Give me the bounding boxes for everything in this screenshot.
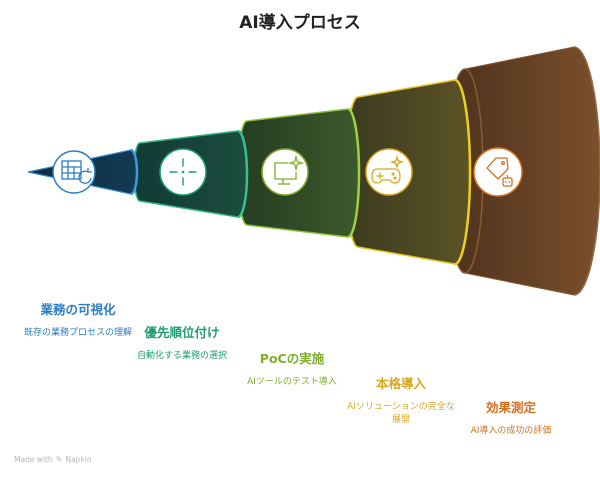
made-with-footer: Made with ✎ Napkin xyxy=(14,455,92,464)
stage-heading: 本格導入 xyxy=(375,376,426,391)
stage-description: AI導入の成功の評価 xyxy=(470,426,552,436)
napkin-logo-icon: ✎ xyxy=(55,455,63,464)
stage-description: 自動化する業務の選択 xyxy=(136,351,227,361)
stage-label-deploy: 本格導入 AIソリューションの完全な展開 xyxy=(346,376,456,427)
stage-label-poc: PoCの実施 AIツールのテスト導入 xyxy=(238,351,346,389)
footer-text: Made with xyxy=(14,455,53,464)
stage-description: AIソリューションの完全な展開 xyxy=(347,402,455,425)
diagram-title: AI導入プロセス xyxy=(239,13,361,33)
stage-heading: 優先順位付け xyxy=(144,325,220,340)
stage-heading: 業務の可視化 xyxy=(40,302,116,317)
monitor-sparkle-icon xyxy=(261,148,309,196)
stage-heading: 効果測定 xyxy=(485,400,536,415)
stage-description: AIツールのテスト導入 xyxy=(247,377,337,387)
stage-label-priority: 優先順位付け 自動化する業務の選択 xyxy=(126,325,238,363)
footer-brand: Napkin xyxy=(65,455,92,464)
process-flow-icon xyxy=(52,150,96,194)
stage-heading: PoCの実施 xyxy=(259,351,325,366)
gamepad-sparkle-icon xyxy=(365,148,413,196)
stage-label-visualize: 業務の可視化 既存の業務プロセスの理解 xyxy=(14,302,142,340)
stage-description: 既存の業務プロセスの理解 xyxy=(23,328,132,338)
tag-robot-icon xyxy=(473,147,523,197)
stage-label-effect: 効果測定 AI導入の成功の評価 xyxy=(456,400,566,438)
crosshair-icon xyxy=(159,148,207,196)
